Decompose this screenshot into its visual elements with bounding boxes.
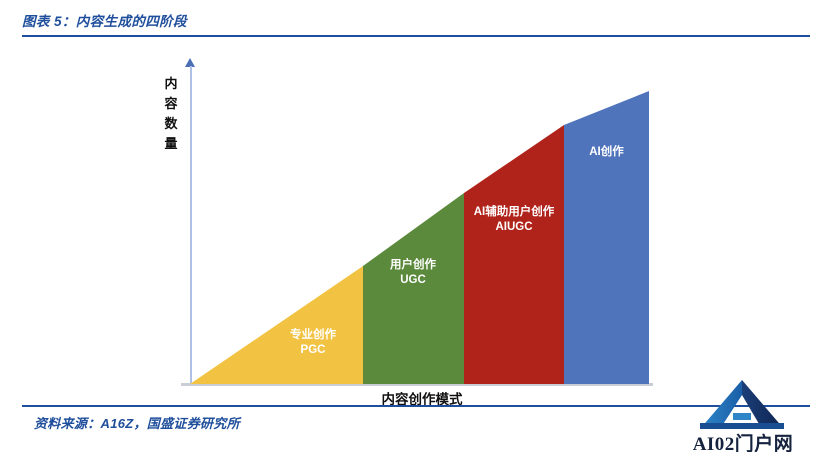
title-block: 图表 5：内容生成的四阶段: [22, 10, 810, 37]
site-logo: AI02门户网: [668, 379, 818, 452]
stage-label-pgc-cn: 专业创作: [290, 329, 336, 341]
stage-label-aiugc-abbr: AIUGC: [495, 221, 533, 233]
stage-label-ai: AI创作: [564, 145, 649, 160]
x-axis-label: 内容创作模式: [381, 392, 463, 407]
stage-segment-ugc[interactable]: [363, 193, 464, 384]
stage-shape-ai: [564, 91, 649, 384]
stage-label-ai-cn: AI创作: [589, 146, 624, 158]
y-axis-label: 内 容 数 量: [160, 74, 182, 154]
stage-segment-pgc[interactable]: [190, 266, 363, 384]
title-divider: [22, 35, 810, 37]
stage-segment-aiugc[interactable]: [464, 125, 564, 384]
stage-shape-pgc: [190, 266, 363, 384]
stage-segment-ai[interactable]: [564, 91, 649, 384]
stage-shape-ugc: [363, 193, 464, 384]
stage-label-pgc-abbr: PGC: [300, 344, 326, 356]
source-divider: [22, 405, 810, 407]
stage-label-ugc-cn: 用户创作: [390, 259, 436, 271]
stage-label-pgc: 专业创作 PGC: [258, 328, 368, 358]
source-note: 资料来源：A16Z，国盛证券研究所: [34, 416, 240, 431]
stage-shape-aiugc: [464, 125, 564, 384]
letter-a-logo-icon: [692, 379, 792, 431]
y-axis-label-char-1: 内: [164, 76, 178, 91]
stage-label-aiugc: AI辅助用户创作 AIUGC: [454, 205, 574, 235]
site-logo-text: AI02门户网: [692, 434, 794, 452]
y-axis-label-char-2: 容: [164, 96, 178, 111]
x-axis-line: [181, 383, 653, 386]
page-title: 图表 5：内容生成的四阶段: [22, 14, 187, 29]
y-axis-label-char-4: 量: [164, 136, 178, 151]
stage-label-aiugc-cn: AI辅助用户创作: [473, 206, 555, 218]
y-axis-arrow-icon: [185, 58, 195, 67]
stage-label-ugc-abbr: UGC: [400, 274, 426, 286]
letter-a-logo-shape: [700, 380, 784, 429]
y-axis-line: [190, 66, 192, 384]
stage-label-ugc: 用户创作 UGC: [358, 258, 468, 288]
y-axis-label-char-3: 数: [164, 116, 178, 131]
